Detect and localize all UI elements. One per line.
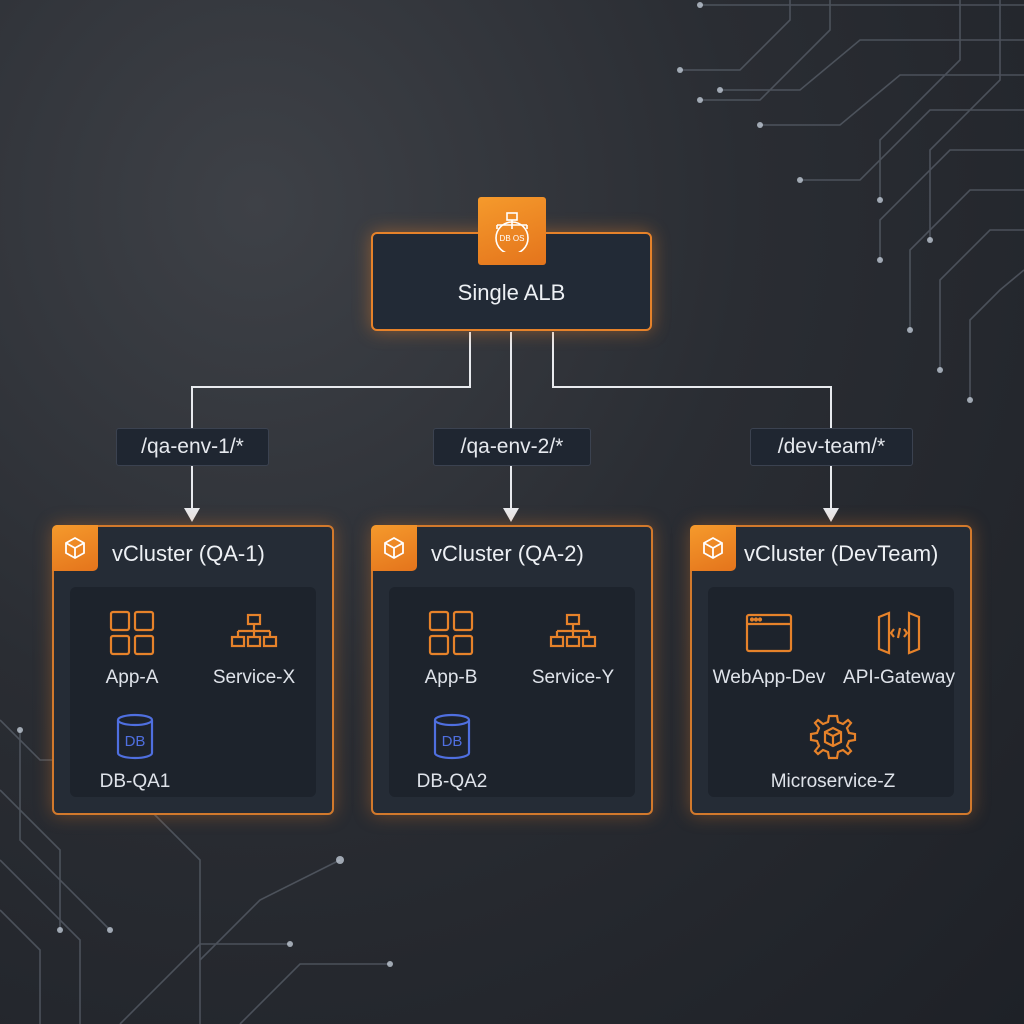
app-grid-icon <box>428 610 474 656</box>
route-label-qa-env-2: /qa-env-2/* <box>433 428 591 466</box>
workload-api-gateway[interactable]: API-Gateway <box>834 609 964 689</box>
route-label-dev-team: /dev-team/* <box>750 428 913 466</box>
workload-app-a[interactable]: App-A <box>67 609 197 689</box>
workload-webapp-dev[interactable]: WebApp-Dev <box>704 609 834 689</box>
vcluster-qa-2[interactable]: vCluster (QA-2) App-B Service-Y DB DB-QA… <box>371 525 653 815</box>
vcluster-title: vCluster (QA-2) <box>431 541 584 566</box>
workload-label: App-A <box>105 667 159 688</box>
vcluster-devteam[interactable]: vCluster (DevTeam) WebApp-Dev API-Gatewa… <box>690 525 972 815</box>
vcluster-qa-1[interactable]: vCluster (QA-1) App-A Service-X DB DB-QA… <box>52 525 334 815</box>
database-icon: DB <box>116 713 154 760</box>
vcluster-title: vCluster (DevTeam) <box>744 541 939 566</box>
app-grid-icon <box>109 610 155 656</box>
workload-db-qa2[interactable]: DB DB-QA2 <box>387 713 517 793</box>
workload-service-y[interactable]: Service-Y <box>508 609 638 689</box>
browser-window-icon <box>745 613 793 653</box>
workload-label: API-Gateway <box>843 667 955 688</box>
workload-label: DB-QA1 <box>99 771 171 792</box>
workload-label: WebApp-Dev <box>712 667 826 688</box>
vcluster-workloads: WebApp-Dev API-Gateway Microservice-Z <box>708 587 955 797</box>
network-hierarchy-icon: DB OS <box>478 197 546 265</box>
workload-label: App-B <box>424 667 478 688</box>
route-label-qa-env-1: /qa-env-1/* <box>116 428 269 466</box>
gear-cube-icon <box>809 714 857 760</box>
workload-label: Service-Y <box>531 667 615 688</box>
vcluster-cube-icon <box>690 525 736 571</box>
workload-label: Microservice-Z <box>770 771 896 792</box>
workload-label: Service-X <box>212 667 296 688</box>
svg-text:DB: DB <box>442 733 463 750</box>
hierarchy-icon <box>230 613 278 648</box>
vcluster-cube-icon <box>371 525 417 571</box>
workload-microservice-z[interactable]: Microservice-Z <box>768 713 898 793</box>
vcluster-title: vCluster (QA-1) <box>112 541 265 566</box>
workload-service-x[interactable]: Service-X <box>189 609 319 689</box>
workload-db-qa1[interactable]: DB DB-QA1 <box>70 713 200 793</box>
hierarchy-icon <box>549 613 597 648</box>
workload-app-b[interactable]: App-B <box>386 609 516 689</box>
alb-title: Single ALB <box>457 280 566 305</box>
workload-label: DB-QA2 <box>416 771 488 792</box>
api-gateway-icon <box>877 611 921 655</box>
database-icon: DB <box>433 713 471 760</box>
svg-text:DB: DB <box>125 733 146 750</box>
vcluster-cube-icon <box>52 525 98 571</box>
vcluster-workloads: App-A Service-X DB DB-QA1 <box>70 587 316 797</box>
vcluster-workloads: App-B Service-Y DB DB-QA2 <box>389 587 635 797</box>
svg-text:DB OS: DB OS <box>500 234 525 243</box>
